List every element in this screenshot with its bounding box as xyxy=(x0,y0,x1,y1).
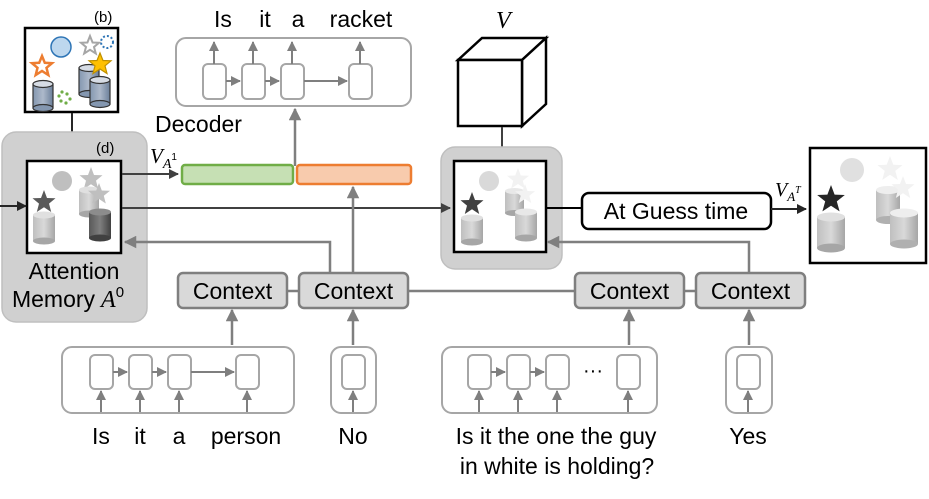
q1-word-2: it xyxy=(134,423,146,449)
q1-word-4: person xyxy=(211,423,281,449)
decoder-label: Decoder xyxy=(155,111,242,137)
question-2-line2: in white is holding? xyxy=(460,453,654,479)
context-box-1: Context xyxy=(176,271,289,310)
attention-memory-symbol: A xyxy=(99,287,116,313)
vec-a1-sup: 1 xyxy=(171,152,177,163)
decoder-cell xyxy=(348,63,373,100)
attention-memory-superscript: 0 xyxy=(116,284,124,301)
encoder-question-1 xyxy=(61,346,295,414)
context-box-3: Context xyxy=(573,271,686,310)
panel-label-b: (b) xyxy=(94,9,112,26)
decoder-question-words: Is it a racket xyxy=(214,6,393,32)
vec-a1-symbol: V xyxy=(150,144,165,168)
context-label-2: Context xyxy=(314,278,394,304)
gray-circle-icon xyxy=(479,171,499,191)
vec-at-sup: T xyxy=(795,185,802,196)
orange-star-icon xyxy=(28,52,56,78)
encoder-question-2: ··· xyxy=(441,346,658,414)
gray-star-icon xyxy=(78,33,102,56)
q1-word-3: a xyxy=(173,423,186,449)
attention-memory-line1: Attention xyxy=(29,258,120,284)
encoder-cell xyxy=(616,354,641,390)
gray-circle-icon xyxy=(840,158,864,182)
updated-attention-panel xyxy=(440,146,563,270)
context-label-1: Context xyxy=(193,278,273,304)
dotted-circle-icon xyxy=(100,35,114,49)
dark-star-icon xyxy=(32,190,56,212)
gray-circle-icon xyxy=(52,171,72,191)
faded-star-icon xyxy=(877,156,903,180)
context-box-4: Context xyxy=(694,271,807,310)
encoder-cell xyxy=(736,354,761,390)
cylinder-icon xyxy=(32,79,54,113)
question-2-line1: Is it the one the guy xyxy=(456,423,657,449)
panel-label-d: (d) xyxy=(96,140,114,157)
vec-a1-sub: A xyxy=(162,157,172,172)
encoder-cell xyxy=(341,354,366,390)
context-label-4: Context xyxy=(711,278,791,304)
cylinder-icon xyxy=(817,212,845,253)
question-1-words: Is it a person xyxy=(92,423,281,449)
final-guess-image xyxy=(808,146,928,265)
decoder-word-3: a xyxy=(292,6,305,32)
attention-vector-bar xyxy=(180,163,295,186)
dark-star-icon xyxy=(460,192,484,214)
vec-at-symbol: V xyxy=(775,179,790,201)
guess-vector-label: VAT xyxy=(775,179,802,204)
guess-time-box: At Guess time xyxy=(580,191,773,231)
encoder-ellipsis: ··· xyxy=(583,360,603,382)
encoder-cell xyxy=(545,354,570,390)
encoder-answer-1 xyxy=(330,346,377,414)
decoder-word-2: it xyxy=(259,6,271,32)
faded-star-icon xyxy=(891,176,915,198)
yellow-star-icon xyxy=(87,51,113,75)
encoder-cell xyxy=(89,354,114,390)
encoder-cell xyxy=(467,354,492,390)
cylinder-icon xyxy=(515,208,537,242)
encoder-cell xyxy=(506,354,531,390)
vec-at-sub: A xyxy=(786,189,795,204)
context-label-3: Context xyxy=(590,278,670,304)
attention-memory-line2: Memory xyxy=(12,286,96,312)
gray-star-icon xyxy=(88,183,110,204)
decoder-input-vector-label: VA1 xyxy=(150,144,177,172)
visual-feature-cube xyxy=(454,35,550,129)
decoder-word-1: Is xyxy=(214,6,232,32)
visual-feature-label: V xyxy=(496,8,513,34)
answer-1-text: No xyxy=(338,423,367,449)
decoder-cell xyxy=(241,63,266,100)
cylinder-icon xyxy=(89,75,111,109)
decoder-cell xyxy=(202,63,227,100)
answer-2-text: Yes xyxy=(729,423,767,449)
q1-word-1: Is xyxy=(92,423,110,449)
green-dots-icon xyxy=(57,90,72,105)
cylinder-icon xyxy=(461,214,483,246)
blue-circle-icon xyxy=(50,36,72,58)
decoder-cell xyxy=(280,63,305,100)
context-connectors xyxy=(123,185,756,345)
cylinder-icon xyxy=(33,211,55,245)
cylinder-icon xyxy=(890,208,918,249)
cylinder-icon xyxy=(876,186,900,224)
scene-image-b xyxy=(23,26,120,114)
encoder-cell xyxy=(128,354,153,390)
decoder-word-4: racket xyxy=(330,6,393,32)
gray-star-icon xyxy=(79,167,103,189)
context-box-2: Context xyxy=(297,271,410,310)
encoder-cell xyxy=(167,354,192,390)
dark-star-icon xyxy=(817,185,845,212)
guess-time-label: At Guess time xyxy=(604,198,748,224)
decoder-rnn-box xyxy=(175,37,412,107)
faded-star-icon xyxy=(507,168,529,189)
answer-vector-bar xyxy=(295,163,413,186)
encoder-cell xyxy=(235,354,260,390)
faded-star-icon xyxy=(515,184,535,203)
encoder-answer-2 xyxy=(725,346,773,414)
cylinder-icon xyxy=(89,208,111,242)
